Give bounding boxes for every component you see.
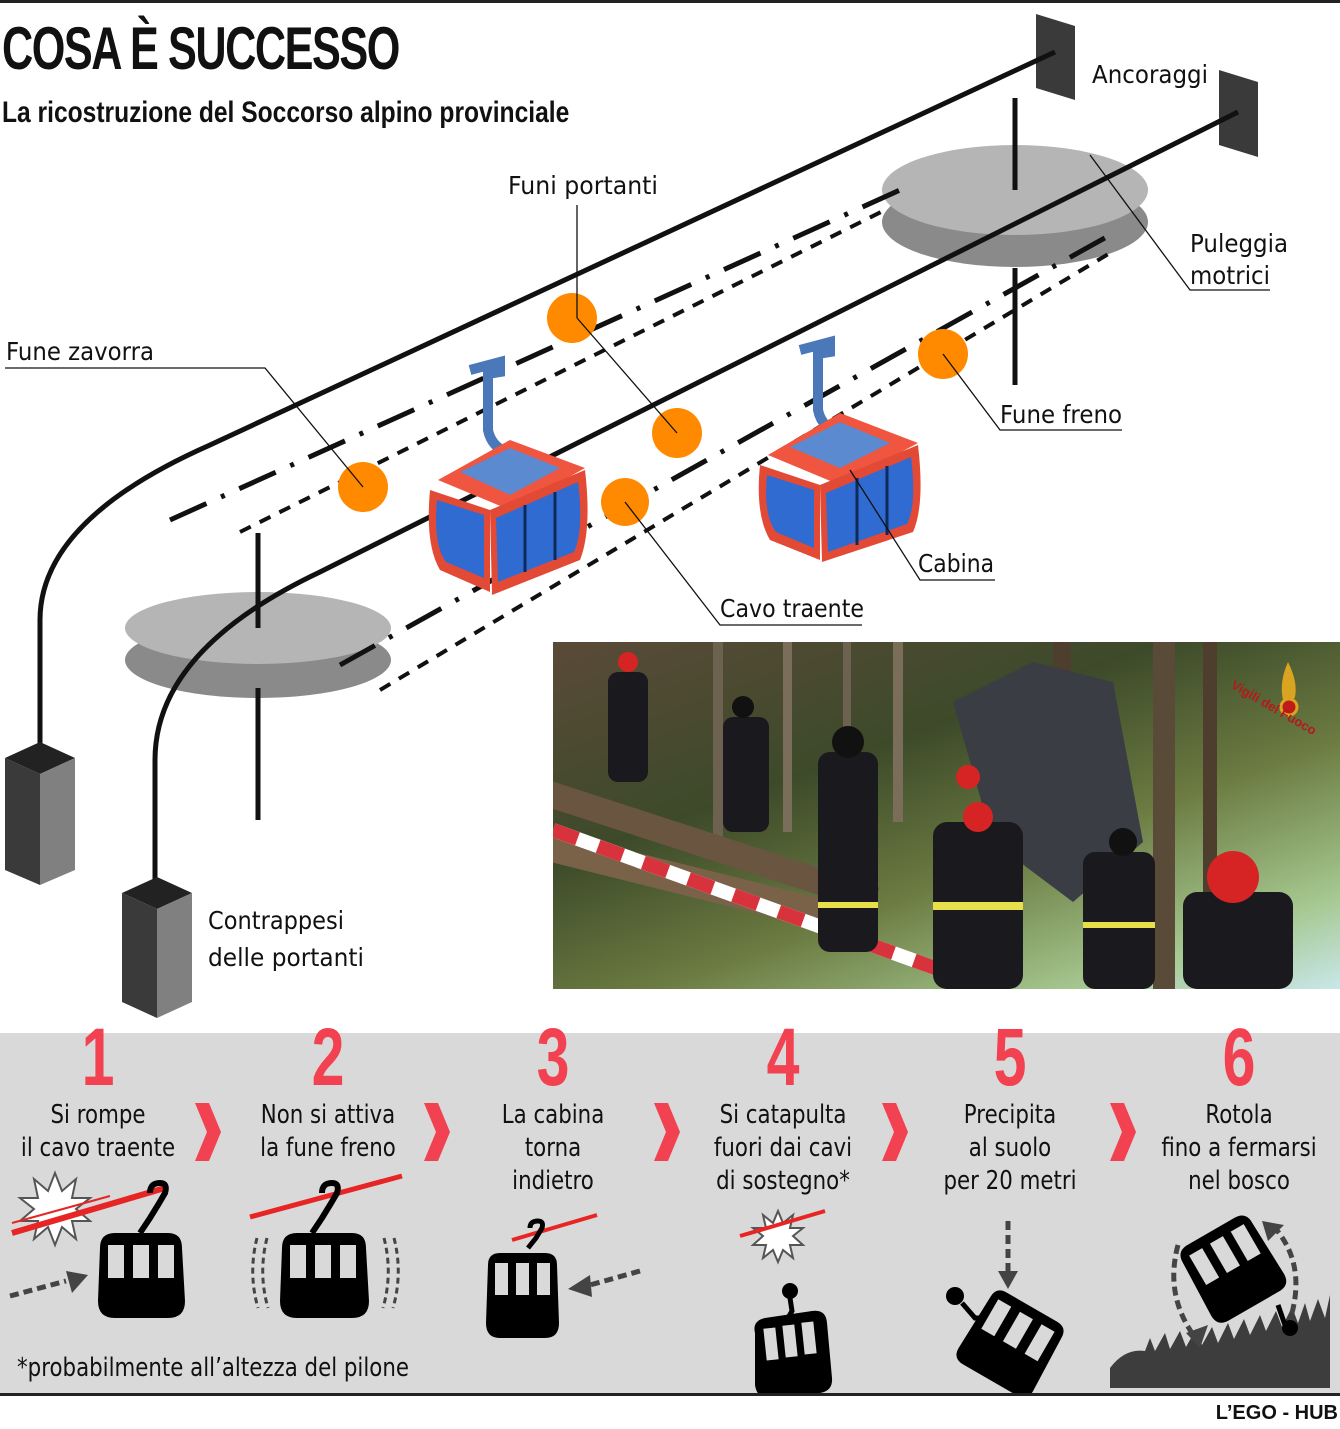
label-funi-portanti: Funi portanti bbox=[508, 171, 658, 200]
leader-funi-portanti-2 bbox=[576, 317, 678, 434]
leader-fune-zavorra bbox=[5, 367, 364, 488]
carrying-rope-2 bbox=[152, 109, 1240, 880]
carrying-rope-1 bbox=[37, 49, 1057, 750]
step-description-line: Si catapulta bbox=[719, 1100, 847, 1130]
anchor-block-1 bbox=[1036, 14, 1075, 100]
cavo-traente-rope-2 bbox=[378, 248, 1117, 692]
leader-fune-freno bbox=[942, 353, 1122, 431]
marker-funi-portanti-1 bbox=[547, 293, 597, 343]
label-contrappesi-1: Contrappesi bbox=[208, 906, 344, 935]
footnote: *probabilmente all’altezza del pilone bbox=[17, 1353, 409, 1383]
step-number: 1 bbox=[81, 1012, 115, 1103]
credit: L’EGO - HUB bbox=[1215, 1402, 1338, 1424]
step-description-line: fuori dai cavi bbox=[713, 1133, 853, 1163]
leader-cabina bbox=[849, 469, 995, 581]
label-fune-zavorra: Fune zavorra bbox=[6, 337, 154, 366]
top-rule bbox=[0, 0, 1340, 3]
step-description-line: indietro bbox=[512, 1166, 594, 1196]
step-6-icon bbox=[1110, 1215, 1330, 1388]
label-ancoraggi: Ancoraggi bbox=[1092, 60, 1208, 89]
counterweight-2 bbox=[122, 877, 192, 1018]
leader-puleggia bbox=[1089, 154, 1270, 291]
step-4-icon bbox=[739, 1208, 833, 1393]
chevron-right-icon bbox=[882, 1103, 908, 1161]
label-puleggia-1: Puleggia bbox=[1190, 229, 1288, 258]
step-description-line: Si rompe bbox=[50, 1100, 146, 1130]
chevron-right-icon bbox=[424, 1103, 450, 1161]
step-description-line: Precipita bbox=[963, 1100, 1057, 1130]
rescue-photo: Vigili del Fuoco bbox=[553, 642, 1340, 989]
step-number: 3 bbox=[536, 1012, 570, 1103]
rotate-arrow-icon-2 bbox=[1262, 1221, 1284, 1241]
photo-scene bbox=[553, 642, 1299, 989]
step-description-line: di sostegno* bbox=[716, 1166, 850, 1196]
step-number: 5 bbox=[993, 1012, 1027, 1103]
chevron-right-icon bbox=[1110, 1103, 1136, 1161]
cableway-diagram: Ancoraggi Funi portanti Puleggia motrici… bbox=[5, 14, 1288, 1018]
leader-cavo-traente bbox=[624, 501, 862, 626]
cabin-1 bbox=[428, 355, 588, 595]
step-description-line: Non si attiva bbox=[260, 1100, 396, 1130]
step-description-line: La cabina bbox=[501, 1100, 605, 1130]
counterweight-1 bbox=[5, 742, 75, 885]
step-2-icon bbox=[249, 1173, 403, 1318]
step-description-line: fino a fermarsi bbox=[1161, 1133, 1317, 1163]
step-number: 6 bbox=[1222, 1012, 1256, 1103]
step-description-line: nel bosco bbox=[1188, 1166, 1290, 1196]
step-description-line: la fune freno bbox=[260, 1133, 396, 1163]
bottom-rule bbox=[0, 1393, 1340, 1396]
step-1-icon bbox=[9, 1170, 185, 1318]
label-cavo-traente: Cavo traente bbox=[720, 594, 864, 623]
step-3-icon bbox=[486, 1213, 641, 1338]
steps-panel bbox=[0, 1033, 1340, 1393]
step-description-line: al suolo bbox=[968, 1133, 1052, 1163]
fune-zavorra-rope-1 bbox=[168, 187, 902, 523]
label-fune-freno: Fune freno bbox=[1000, 400, 1122, 429]
grass-icon bbox=[1110, 1295, 1330, 1388]
label-contrappesi-2: delle portanti bbox=[208, 943, 364, 972]
step-icons bbox=[9, 1170, 1330, 1393]
vigili-del-fuoco-logo-icon bbox=[1279, 662, 1299, 717]
step-number: 4 bbox=[766, 1012, 800, 1103]
step-number: 2 bbox=[311, 1012, 345, 1103]
rotate-arrow-icon-1 bbox=[1186, 1325, 1208, 1348]
arrow-left-icon bbox=[568, 1275, 592, 1297]
chevron-right-icon bbox=[654, 1103, 680, 1161]
chevron-right-icon bbox=[195, 1103, 221, 1161]
cabin-2 bbox=[758, 335, 921, 562]
step-description-line: per 20 metri bbox=[943, 1166, 1077, 1196]
arrow-down-icon bbox=[998, 1271, 1018, 1289]
explosion-icon bbox=[17, 1170, 93, 1248]
step-description-line: Rotola bbox=[1205, 1100, 1273, 1130]
step-description-line: torna bbox=[524, 1133, 582, 1163]
arrow-right-icon bbox=[66, 1271, 88, 1293]
page-title: COSA È SUCCESSO bbox=[2, 15, 400, 82]
label-puleggia-2: motrici bbox=[1190, 261, 1270, 290]
step-description-line: il cavo traente bbox=[20, 1133, 176, 1163]
page-subtitle: La ricostruzione del Soccorso alpino pro… bbox=[2, 96, 570, 129]
step-5-icon bbox=[946, 1221, 1064, 1393]
label-cabina: Cabina bbox=[918, 549, 994, 578]
